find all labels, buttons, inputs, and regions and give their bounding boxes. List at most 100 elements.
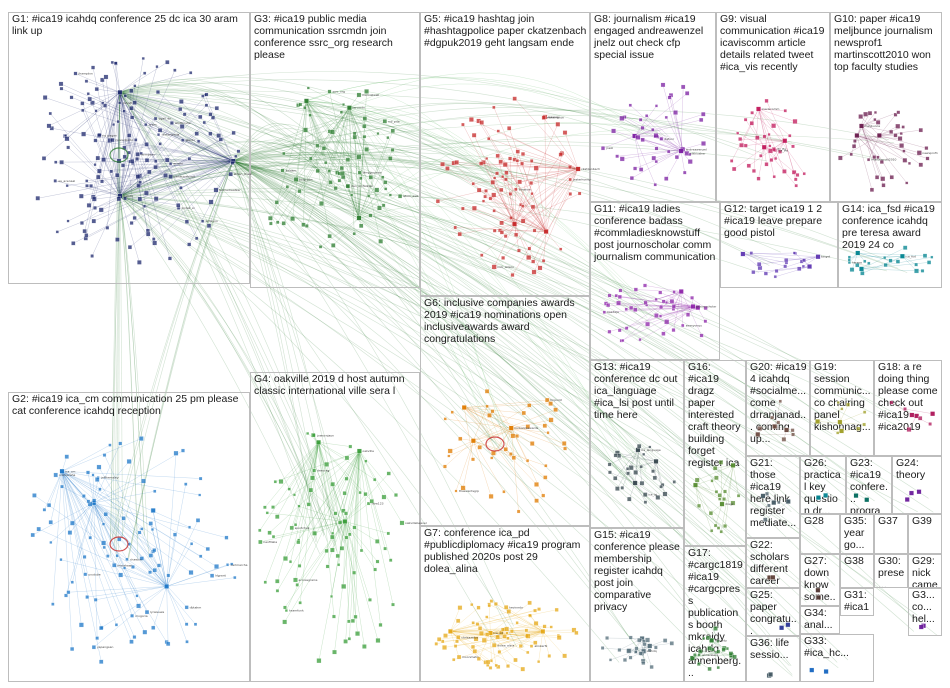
- node-g10-28: [872, 155, 877, 160]
- node-g7-72: [537, 660, 541, 664]
- bundle-edge-201: [306, 100, 520, 457]
- node-g6-18: [548, 401, 553, 406]
- node-g7-44: [473, 636, 479, 642]
- group-label-g28: G28: [804, 515, 824, 527]
- bundle-edge-146: [119, 92, 929, 499]
- edge-g11-20: [656, 307, 698, 316]
- edge-g5-14: [493, 194, 547, 232]
- edge-g2-59: [93, 502, 138, 596]
- node-g5-78: [499, 230, 504, 235]
- node-g5-28: [480, 253, 484, 257]
- node-g1-21: [168, 174, 173, 179]
- node-g8-40: [667, 95, 672, 100]
- node-label-g15-0: icahdq: [647, 649, 657, 653]
- node-g2-88: [198, 554, 203, 558]
- bundle-edge-80: [233, 102, 636, 162]
- node-g5-29: [501, 175, 505, 179]
- node-g2-58: [132, 635, 137, 639]
- node-g9-22: [771, 123, 777, 129]
- edge-g5-6: [493, 224, 515, 267]
- edge-g1-34: [82, 110, 121, 197]
- edge-g13-19: [635, 449, 639, 473]
- node-g16-12: [716, 526, 721, 530]
- edge-g2-12: [152, 586, 167, 628]
- edge-g7-53: [450, 631, 502, 634]
- edge-g1-13: [82, 103, 121, 197]
- edge-g2-38: [93, 502, 98, 639]
- edge-g1-121: [117, 196, 121, 240]
- bundle-edge-121: [119, 195, 896, 425]
- edge-g4-84: [290, 442, 319, 562]
- edge-g8-7: [622, 149, 683, 160]
- edge-g5-17: [535, 168, 547, 232]
- node-g3-48: [356, 154, 362, 160]
- edge-g5-59: [505, 164, 547, 232]
- node-g16-19: [723, 489, 727, 494]
- node-g5-70: [532, 228, 537, 233]
- node-g5-89: [445, 166, 450, 171]
- edge-g4-6: [291, 442, 319, 528]
- edge-g3-34: [337, 107, 350, 173]
- node-g6-37: [503, 447, 508, 452]
- edge-g4-30: [298, 442, 319, 543]
- node-g5-50: [453, 225, 457, 230]
- node-g16-0: [693, 482, 698, 488]
- edge-g4-85: [359, 450, 385, 498]
- edge-g2-97: [61, 471, 101, 490]
- node-g17-11: [693, 653, 697, 657]
- node-g4-0: [316, 439, 321, 445]
- node-g4-27: [310, 475, 315, 481]
- node-g1-70: [184, 219, 189, 224]
- edge-g4-39: [318, 442, 336, 514]
- node-g7-3: [547, 654, 552, 658]
- node-g11-30: [699, 333, 704, 338]
- edge-g6-33: [464, 407, 533, 444]
- node-g7-40: [481, 637, 487, 643]
- node-g1-68: [116, 158, 122, 164]
- node-g5-69: [526, 255, 532, 260]
- node-g13-22: [615, 486, 620, 491]
- edge-g1-59: [119, 92, 233, 164]
- node-g15-13: [600, 646, 605, 650]
- node-label-g2-8: mogoria: [135, 614, 148, 618]
- edge-g5-39: [510, 193, 515, 225]
- edge-g5-11: [544, 116, 547, 232]
- node-g14-13: [914, 262, 918, 267]
- edge-g14-19: [885, 256, 903, 266]
- node-label-g3-2: bolg_ban: [299, 178, 313, 182]
- node-g10-16: [874, 175, 880, 180]
- edge-g2-67: [61, 471, 85, 557]
- node-g2-7: [87, 501, 93, 507]
- node-g5-24: [485, 157, 489, 160]
- bundle-edge-127: [233, 160, 860, 423]
- node-g8-36: [653, 133, 659, 138]
- edge-g1-83: [119, 92, 239, 152]
- edge-g7-8: [450, 607, 479, 632]
- node-g17-0: [689, 655, 695, 661]
- node-g1-27: [95, 155, 101, 161]
- edge-g8-13: [670, 95, 683, 150]
- node-g4-8: [373, 567, 377, 572]
- edge-g2-70: [61, 471, 154, 552]
- bundle-edge-159: [233, 160, 836, 586]
- edge-g16-11: [732, 465, 739, 496]
- node-g4-4: [352, 525, 357, 530]
- edge-g3-56: [306, 100, 330, 237]
- node-g16-8: [719, 530, 723, 534]
- edge-g6-23: [473, 409, 556, 441]
- edge-g1-106: [119, 171, 150, 197]
- node-label-g1-4: carterjoehurst: [174, 175, 196, 179]
- edge-g1-5: [96, 88, 120, 93]
- edge-g1-20: [115, 63, 121, 93]
- group-label-g22: G22: scholars different career doing...: [750, 539, 790, 587]
- edge-g4-47: [344, 521, 378, 562]
- edge-g7-27: [442, 631, 543, 642]
- node-g3-28: [282, 151, 286, 156]
- edge-g3-43: [321, 107, 350, 204]
- edge-g3-38: [306, 100, 377, 191]
- edge-g13-29: [655, 461, 662, 487]
- edge-g6-30: [464, 407, 490, 416]
- edge-g1-123: [147, 160, 234, 162]
- edge-g3-27: [358, 149, 393, 219]
- node-g13-0: [632, 480, 638, 486]
